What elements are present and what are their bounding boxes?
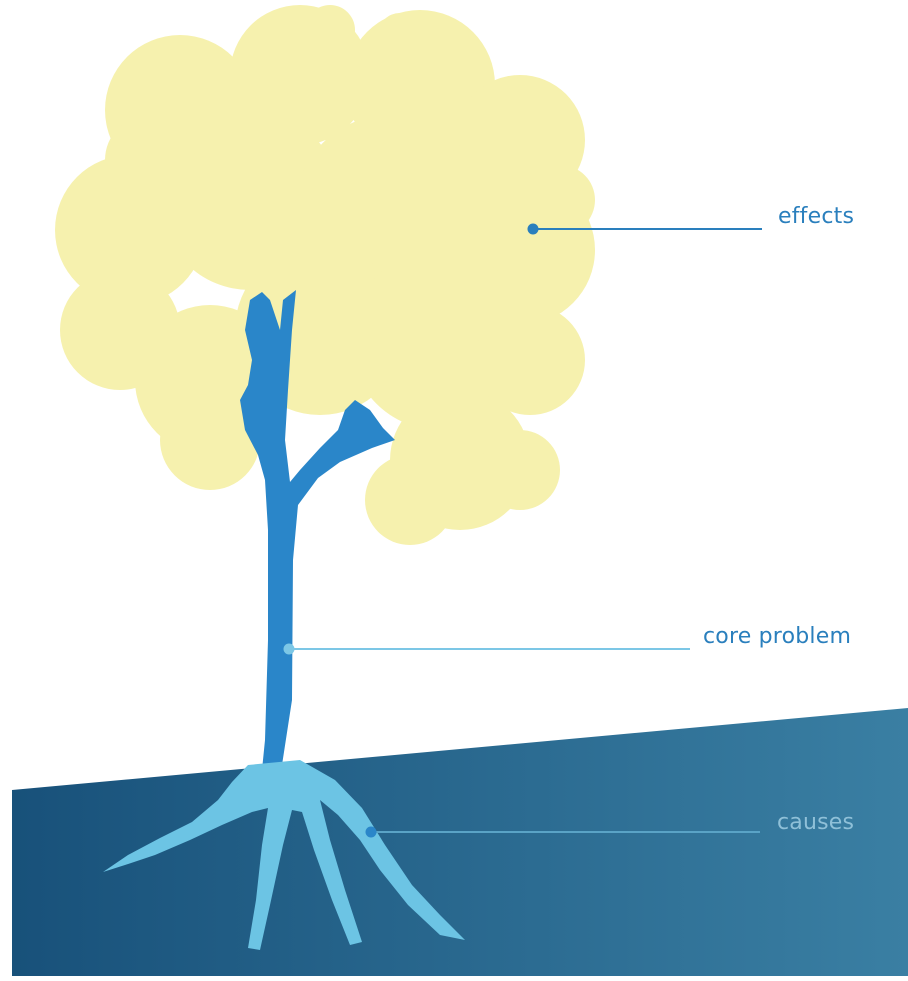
effects-label: effects xyxy=(778,204,854,229)
core-problem-label: core problem xyxy=(703,624,851,649)
effects-pointer-dot xyxy=(528,224,539,235)
causes-label: causes xyxy=(777,810,854,835)
causes-pointer-dot xyxy=(366,827,377,838)
core-problem-pointer-dot xyxy=(284,644,295,655)
